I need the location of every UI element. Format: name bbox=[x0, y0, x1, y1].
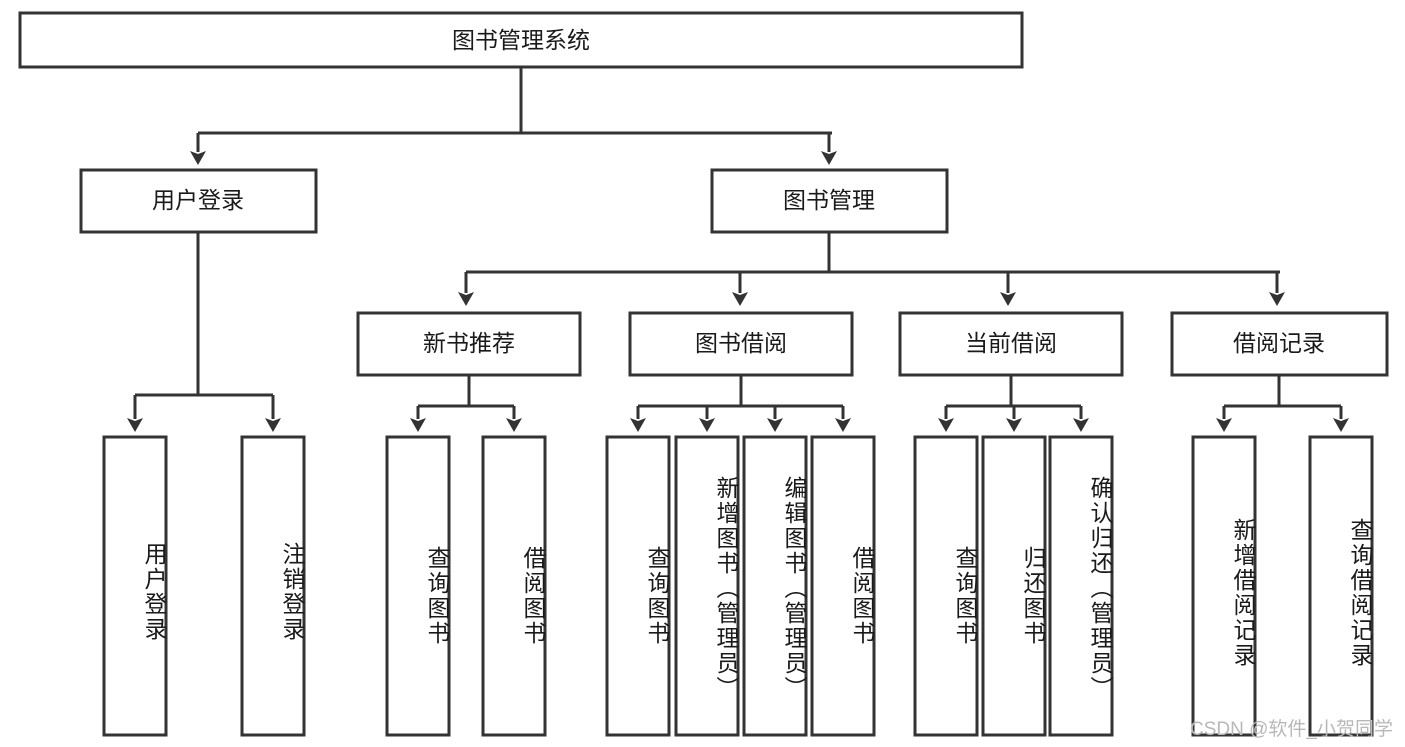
csdn-watermark: CSDN @软件_小贺同学 bbox=[1190, 719, 1393, 740]
node-current-borrow-box[interactable] bbox=[898, 311, 1124, 377]
node-root-box[interactable] bbox=[18, 11, 1024, 69]
node-new-book-rec[interactable]: 新书推荐 bbox=[356, 311, 582, 377]
node-book-manage[interactable]: 图书管理 bbox=[710, 168, 949, 234]
node-user-login-label: 用户登录 bbox=[152, 187, 244, 213]
leaf-box-query-book-borrow[interactable] bbox=[605, 435, 671, 737]
node-borrow-record[interactable]: 借阅记录 bbox=[1170, 311, 1389, 377]
leaf-box-return-book[interactable] bbox=[981, 435, 1047, 737]
leaf-box-confirm-return-admin[interactable] bbox=[1048, 435, 1114, 737]
leaf-box-query-borrow-record[interactable] bbox=[1308, 435, 1374, 737]
node-current-borrow[interactable]: 当前借阅 bbox=[898, 311, 1124, 377]
connector-new-book-rec-to-leaves bbox=[410, 375, 522, 432]
node-user-login-box[interactable] bbox=[79, 168, 318, 234]
connector-book-borrow-to-leaves bbox=[630, 375, 851, 432]
node-root[interactable]: 图书管理系统 bbox=[18, 11, 1024, 69]
leaf-box-add-borrow-record[interactable] bbox=[1191, 435, 1257, 737]
leaf-box-add-book-admin[interactable] bbox=[674, 435, 740, 737]
node-book-manage-label: 图书管理 bbox=[783, 187, 875, 213]
connector-borrow-record-to-leaves bbox=[1216, 375, 1349, 432]
node-new-book-rec-box[interactable] bbox=[356, 311, 582, 377]
node-book-borrow-label: 图书借阅 bbox=[695, 330, 787, 356]
leaf-boxes-group bbox=[102, 435, 1374, 737]
node-current-borrow-label: 当前借阅 bbox=[965, 330, 1057, 356]
leaf-box-query-book-rec[interactable] bbox=[385, 435, 451, 737]
leaf-box-edit-book-admin[interactable] bbox=[742, 435, 808, 737]
leaf-box-borrow-book-rec[interactable] bbox=[481, 435, 547, 737]
leaf-box-user-login[interactable] bbox=[102, 435, 168, 737]
node-book-borrow[interactable]: 图书借阅 bbox=[628, 311, 854, 377]
node-borrow-record-label: 借阅记录 bbox=[1233, 330, 1325, 356]
leaf-box-logout[interactable] bbox=[240, 435, 306, 737]
node-user-login[interactable]: 用户登录 bbox=[79, 168, 318, 234]
node-new-book-rec-label: 新书推荐 bbox=[423, 330, 515, 356]
leaf-box-borrow-book[interactable] bbox=[810, 435, 876, 737]
leaf-box-query-book-current[interactable] bbox=[913, 435, 979, 737]
connector-user-login-to-leaves bbox=[127, 232, 281, 432]
connector-book-manage-to-level3 bbox=[458, 232, 1285, 306]
connector-root-to-level2 bbox=[190, 67, 837, 165]
node-root-label: 图书管理系统 bbox=[452, 27, 590, 53]
connector-current-borrow-to-leaves bbox=[938, 375, 1089, 432]
